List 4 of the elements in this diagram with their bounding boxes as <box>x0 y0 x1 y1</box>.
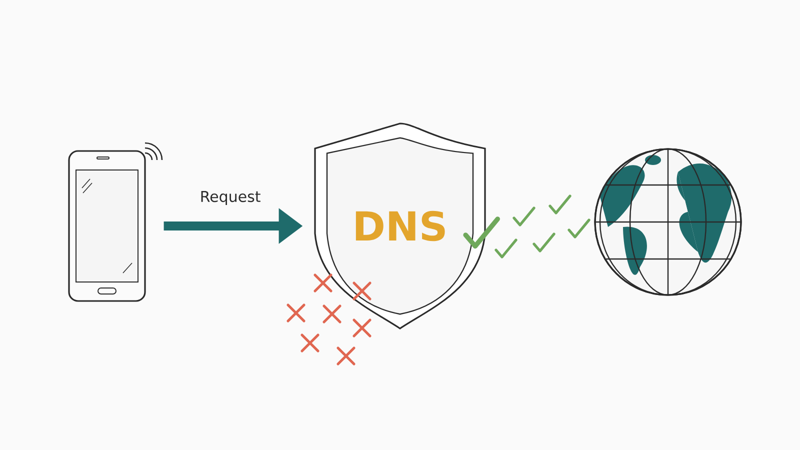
shield: DNS <box>314 122 486 330</box>
globe-drawing <box>594 148 742 296</box>
phone-drawing <box>68 142 163 302</box>
edge-label: Request <box>201 190 260 206</box>
